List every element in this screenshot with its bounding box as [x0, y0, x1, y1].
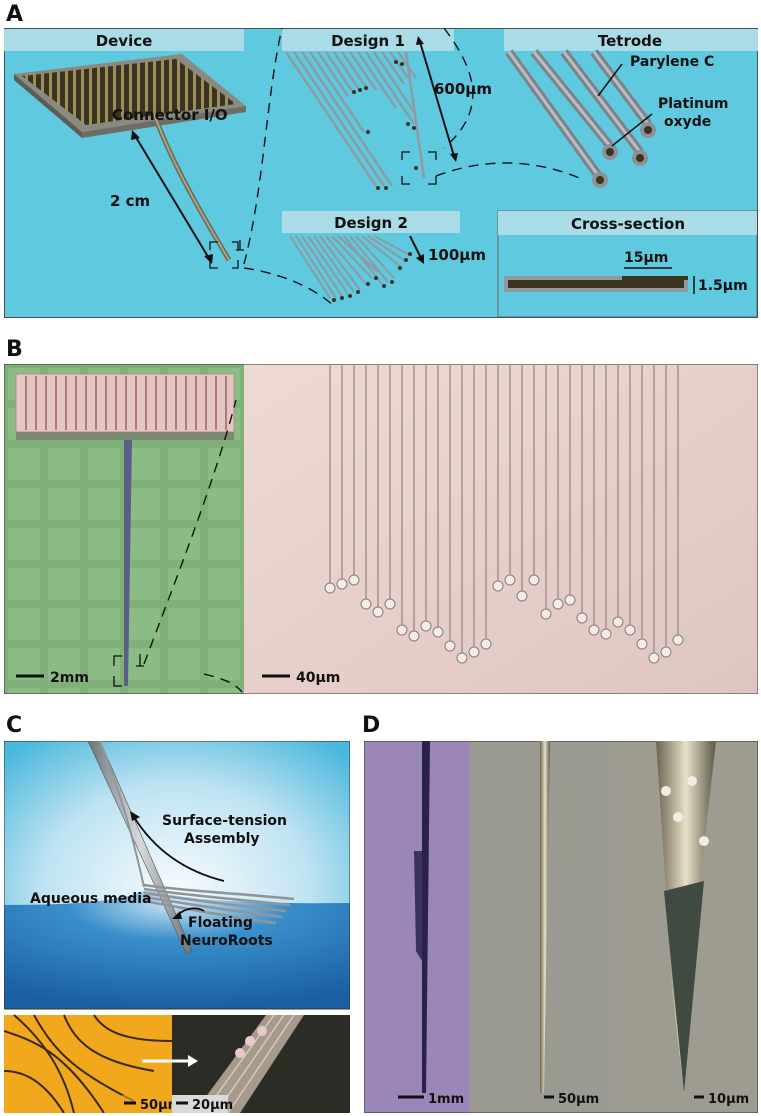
panel-d: 1mm 50µm 10µm	[364, 741, 758, 1113]
scalebar-d-right: 10µm	[708, 1092, 749, 1107]
panel-letter-a: A	[6, 2, 24, 27]
platinum-label-line2: oxyde	[664, 114, 711, 130]
panel-letter-d: D	[362, 713, 381, 738]
connector-label: Connector I/O	[112, 106, 228, 124]
header-device: Device	[96, 32, 153, 50]
header-tetrode: Tetrode	[598, 32, 662, 50]
probe-lowmag-image	[414, 741, 430, 1093]
surface-tension-label-2: Assembly	[184, 831, 260, 847]
scalebar-c-right: 20µm	[192, 1098, 233, 1113]
design2-fibres-image	[289, 235, 409, 299]
header-cross-section: Cross-section	[571, 215, 685, 233]
scalebar-b-left: 2mm	[50, 670, 89, 686]
panel-letter-c: C	[6, 713, 23, 738]
header-design1: Design 1	[331, 32, 405, 50]
header-design2: Design 2	[334, 214, 408, 232]
scalebar-d-middle: 50µm	[558, 1092, 599, 1107]
panel-letter-b: B	[6, 337, 23, 362]
floating-label-1: Floating	[188, 915, 253, 931]
device-connector-image	[14, 54, 246, 262]
floating-label-2: NeuroRoots	[180, 933, 273, 949]
tetrode-image	[505, 49, 656, 188]
design2-length-label: 100µm	[428, 246, 486, 264]
length-label: 2 cm	[110, 192, 150, 210]
scalebar-c-left: 50µm	[140, 1098, 181, 1113]
thickness-label: 1.5µm	[698, 278, 748, 294]
neuroroots-image	[99, 741, 295, 925]
dry-fibres-micrograph	[4, 1014, 173, 1113]
cross-section-image	[504, 276, 688, 292]
panel-a: Device Design 1 Tetrode Design 2 Cross-s…	[4, 28, 758, 318]
connector-pads-image	[15, 373, 235, 440]
fibre-array-image	[329, 364, 679, 654]
assembled-fibres-micrograph	[194, 1014, 304, 1113]
width-label: 15µm	[624, 250, 668, 266]
panel-b: 2mm 40µm	[4, 364, 758, 694]
scalebar-d-left: 1mm	[428, 1092, 464, 1107]
panel-c: Surface-tension Assembly Aqueous media F…	[4, 741, 350, 1113]
parylene-label: Parylene C	[630, 54, 714, 70]
probe-shaft-image	[124, 440, 132, 686]
surface-tension-label-1: Surface-tension	[162, 813, 287, 829]
design1-fibres-image	[285, 51, 426, 187]
probe-highmag-image	[656, 741, 716, 1093]
design1-length-label: 600µm	[434, 80, 492, 98]
scalebar-b-right: 40µm	[296, 670, 340, 686]
platinum-label-line1: Platinum	[658, 96, 729, 112]
probe-midmag-image	[540, 741, 550, 1093]
aqueous-label: Aqueous media	[30, 891, 151, 907]
